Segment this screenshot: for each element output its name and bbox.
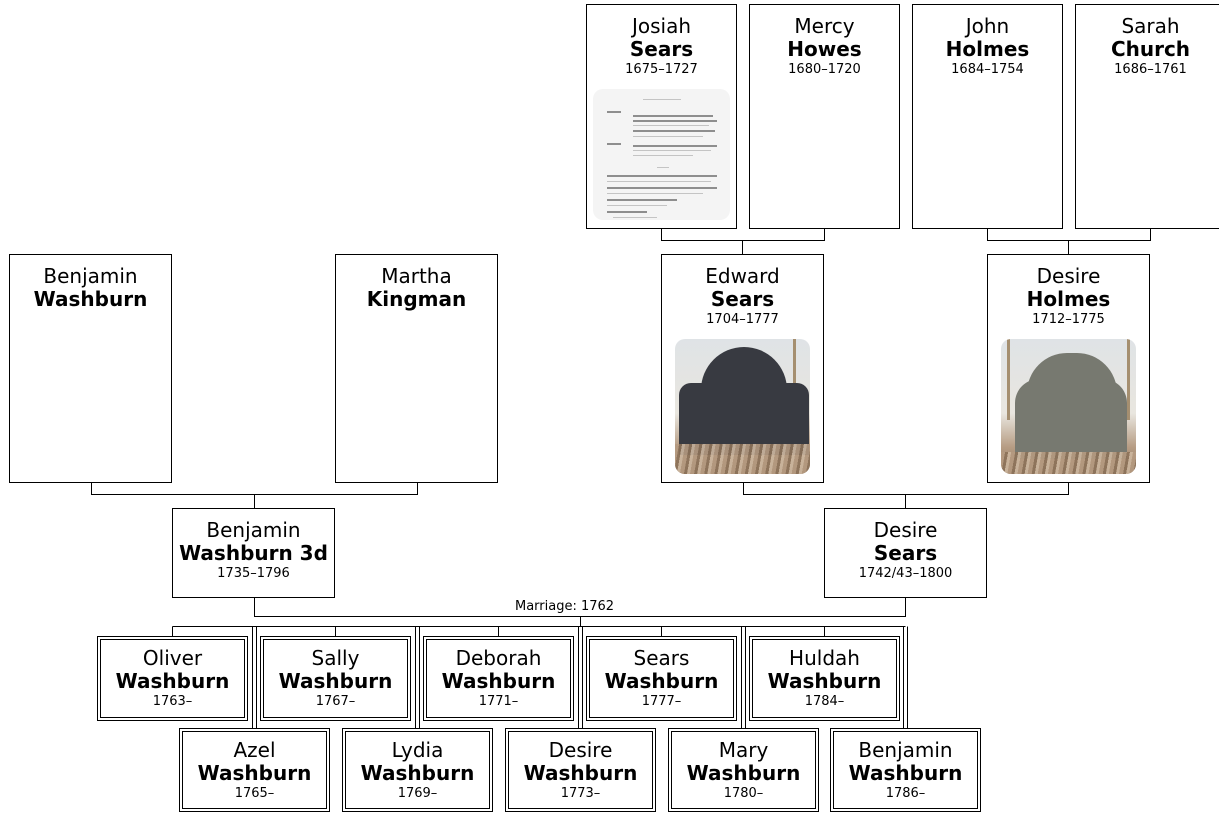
life-years: 1742/43–1800	[858, 566, 953, 581]
surname: Washburn	[848, 761, 963, 785]
given-name: Benjamin	[43, 264, 138, 288]
surname: Washburn	[686, 761, 801, 785]
given-name: Josiah	[631, 14, 692, 38]
life-years: 1773–	[560, 786, 601, 801]
person-card-sarah-church[interactable]: Sarah Church 1686–1761	[1075, 4, 1219, 229]
marriage-label: Marriage: 1762	[515, 599, 615, 615]
surname: Washburn	[441, 669, 556, 693]
person-card-edward-sears[interactable]: Edward Sears 1704–1777	[661, 254, 824, 483]
surname: Howes	[787, 37, 862, 61]
child-card-lydia[interactable]: Lydia Washburn 1769–	[342, 728, 493, 812]
surname: Washburn	[767, 669, 882, 693]
surname: Washburn	[197, 761, 312, 785]
life-years: 1771–	[478, 694, 519, 709]
person-card-benjamin-washburn-3d[interactable]: Benjamin Washburn 3d 1735–1796	[172, 508, 335, 598]
surname: Holmes	[945, 37, 1030, 61]
life-years: 1684–1754	[951, 62, 1024, 77]
surname: Washburn 3d	[179, 541, 328, 565]
given-name: Deborah	[455, 646, 542, 670]
child-card-deborah[interactable]: Deborah Washburn 1771–	[423, 636, 574, 721]
document-scan-image[interactable]	[593, 89, 730, 220]
life-years: 1769–	[397, 786, 438, 801]
person-card-benjamin-washburn[interactable]: Benjamin Washburn	[9, 254, 172, 483]
gravestone-image[interactable]	[675, 339, 810, 474]
surname: Washburn	[360, 761, 475, 785]
given-name: Lydia	[391, 738, 444, 762]
life-years: 1767–	[315, 694, 356, 709]
given-name: Mercy	[794, 14, 855, 38]
given-name: Benjamin	[206, 518, 301, 542]
surname: Holmes	[1026, 287, 1111, 311]
person-card-josiah-sears[interactable]: Josiah Sears 1675–1727	[586, 4, 737, 229]
given-name: Desire	[873, 518, 938, 542]
life-years: 1680–1720	[788, 62, 861, 77]
child-card-sally[interactable]: Sally Washburn 1767–	[260, 636, 411, 721]
given-name: Sears	[633, 646, 690, 670]
person-card-desire-sears[interactable]: Desire Sears 1742/43–1800	[824, 508, 987, 598]
child-card-huldah[interactable]: Huldah Washburn 1784–	[749, 636, 900, 721]
person-card-desire-holmes[interactable]: Desire Holmes 1712–1775	[987, 254, 1150, 483]
surname: Washburn	[115, 669, 230, 693]
surname: Sears	[629, 37, 694, 61]
surname: Sears	[873, 541, 938, 565]
given-name: Edward	[705, 264, 780, 288]
life-years: 1735–1796	[217, 566, 290, 581]
person-card-martha-kingman[interactable]: Martha Kingman	[335, 254, 498, 483]
life-years: 1777–	[641, 694, 682, 709]
surname: Washburn	[523, 761, 638, 785]
surname: Washburn	[33, 287, 148, 311]
surname: Washburn	[278, 669, 393, 693]
gravestone-image[interactable]	[1001, 339, 1136, 474]
given-name: Azel	[233, 738, 276, 762]
life-years: 1704–1777	[706, 312, 779, 327]
child-card-benjamin[interactable]: Benjamin Washburn 1786–	[830, 728, 981, 812]
life-years: 1786–	[885, 786, 926, 801]
given-name: Huldah	[789, 646, 860, 670]
child-card-azel[interactable]: Azel Washburn 1765–	[179, 728, 330, 812]
given-name: Sally	[311, 646, 360, 670]
child-card-sears[interactable]: Sears Washburn 1777–	[586, 636, 737, 721]
life-years: 1712–1775	[1032, 312, 1105, 327]
child-card-oliver[interactable]: Oliver Washburn 1763–	[97, 636, 248, 721]
life-years: 1686–1761	[1114, 62, 1187, 77]
given-name: Oliver	[142, 646, 203, 670]
child-card-desire[interactable]: Desire Washburn 1773–	[505, 728, 656, 812]
person-card-mercy-howes[interactable]: Mercy Howes 1680–1720	[749, 4, 900, 229]
surname: Washburn	[604, 669, 719, 693]
surname: Kingman	[366, 287, 467, 311]
person-card-john-holmes[interactable]: John Holmes 1684–1754	[912, 4, 1063, 229]
given-name: Desire	[1036, 264, 1101, 288]
given-name: John	[965, 14, 1010, 38]
surname: Church	[1110, 37, 1191, 61]
life-years: 1675–1727	[625, 62, 698, 77]
given-name: Mary	[718, 738, 769, 762]
surname: Sears	[710, 287, 775, 311]
life-years: 1784–	[804, 694, 845, 709]
child-card-mary[interactable]: Mary Washburn 1780–	[668, 728, 819, 812]
life-years: 1765–	[234, 786, 275, 801]
life-years: 1780–	[723, 786, 764, 801]
given-name: Desire	[548, 738, 613, 762]
given-name: Sarah	[1121, 14, 1180, 38]
given-name: Benjamin	[858, 738, 953, 762]
given-name: Martha	[381, 264, 452, 288]
life-years: 1763–	[152, 694, 193, 709]
